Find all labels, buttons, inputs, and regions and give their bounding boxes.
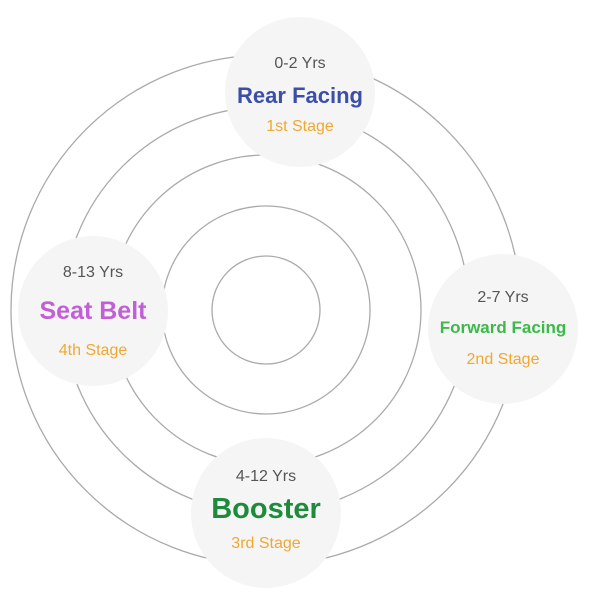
stage-number-label: 3rd Stage [231,535,301,552]
stage-name-label: Seat Belt [39,297,147,325]
stage-number-label: 4th Stage [58,342,128,359]
stage-age-label: 4-12 Yrs [235,468,297,485]
ring-inner [211,255,321,365]
stage-bubble-booster: 4-12 Yrs Booster 3rd Stage [191,438,341,588]
stage-name-label: Rear Facing [237,83,363,108]
stage-bubble-forward-facing: 2-7 Yrs Forward Facing 2nd Stage [428,254,578,404]
ring-fourth [161,205,371,415]
stage-bubble-rear-facing: 0-2 Yrs Rear Facing 1st Stage [225,17,375,167]
stage-age-label: 0-2 Yrs [274,55,326,72]
stage-number-label: 2nd Stage [466,351,540,368]
stage-number-label: 1st Stage [266,118,334,135]
stage-age-label: 2-7 Yrs [477,289,529,306]
stage-name-label: Forward Facing [439,318,567,337]
stage-bubble-seat-belt: 8-13 Yrs Seat Belt 4th Stage [18,236,168,386]
stage-name-label: Booster [211,493,321,525]
stage-age-label: 8-13 Yrs [62,264,124,281]
